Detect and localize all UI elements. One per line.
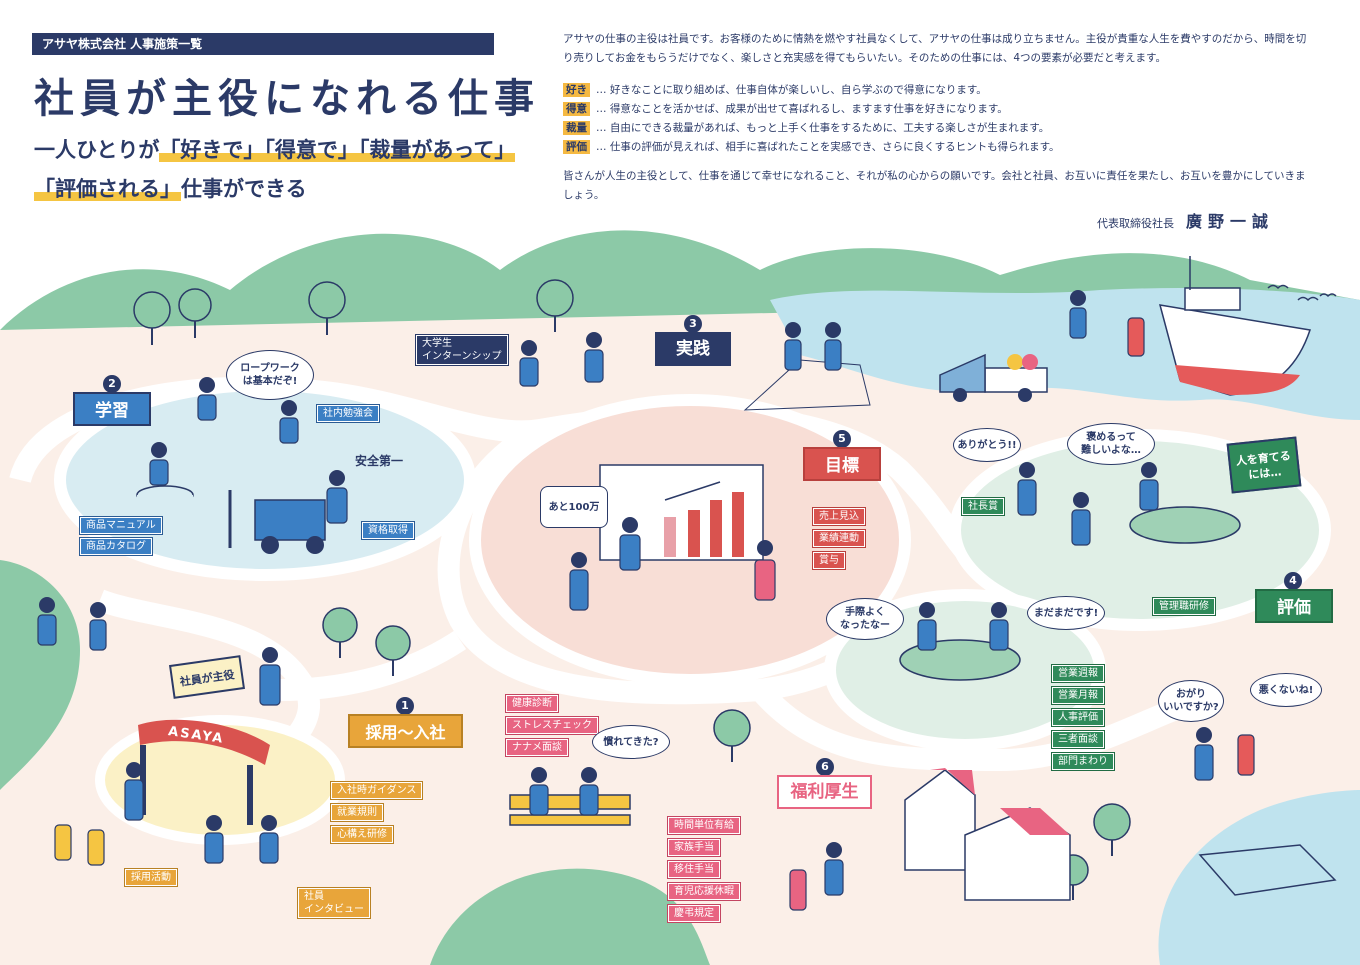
zone-number-1: 1 xyxy=(396,697,414,715)
tag-certification[interactable]: 資格取得 xyxy=(361,521,415,540)
page-title: 社員が主役になれる仕事 xyxy=(34,76,540,122)
tag-bonus[interactable]: 賞与 xyxy=(812,551,846,570)
tag-department-rounds[interactable]: 部門まわり xyxy=(1051,752,1115,771)
element-tag: 得意 xyxy=(563,102,590,116)
element-text: … 仕事の評価が見えれば、相手に喜ばれたことを実感でき、さらに良くするヒントも得… xyxy=(596,141,1060,153)
zone-number-6: 6 xyxy=(816,758,834,776)
subtitle-line-1: 一人ひとりが「好きで」「得意で」「裁量があって」 xyxy=(34,134,516,164)
board-develop-people: 人を育てる には… xyxy=(1226,436,1302,494)
speech-bubble-how-is-it: おがり いいですか? xyxy=(1158,680,1224,722)
tag-product-catalog[interactable]: 商品カタログ xyxy=(79,537,153,556)
element-text: … 好きなことに取り組めば、仕事自体が楽しいし、自ら学ぶので得意になります。 xyxy=(596,84,987,96)
keyword-evaluated: 「評価される」 xyxy=(34,177,181,201)
zone-sign-practice[interactable]: 実践 xyxy=(655,332,731,366)
zone-number-2: 2 xyxy=(103,375,121,393)
tag-hr-evaluation[interactable]: 人事評価 xyxy=(1051,708,1105,727)
tag-product-manual[interactable]: 商品マニュアル xyxy=(79,516,163,535)
tag-work-rules[interactable]: 就業規則 xyxy=(330,803,384,822)
tag-health-checkup[interactable]: 健康診断 xyxy=(505,694,559,713)
element-row-discretion: 裁量 … 自由にできる裁量があれば、もっと上手く仕事をするために、工夫する楽しさが… xyxy=(563,120,1049,135)
element-tag: 裁量 xyxy=(563,121,590,135)
speech-bubble-rope: ロープワーク は基本だぞ! xyxy=(226,350,314,400)
zone-number-5: 5 xyxy=(833,430,851,448)
element-text: … 得意なことを活かせば、成果が出せて喜ばれるし、ますます仕事を好きになります。 xyxy=(596,103,1008,115)
tag-employee-interview[interactable]: 社員 インタビュー xyxy=(297,887,371,919)
tag-performance-linked[interactable]: 業績連動 xyxy=(812,529,866,548)
tag-stress-check[interactable]: ストレスチェック xyxy=(505,716,599,735)
zone-sign-evaluation[interactable]: 評価 xyxy=(1255,589,1333,623)
intro-message: アサヤの仕事の主役は社員です。お客様のために情熱を燃やす社員なくして、アサヤの仕… xyxy=(563,33,1307,64)
keyword-like: 「好きで」 xyxy=(159,138,265,162)
zone-number-3: 3 xyxy=(684,315,702,333)
signer-title: 代表取締役社長 xyxy=(1097,217,1174,230)
burst-remaining-target: あと100万 xyxy=(540,486,608,528)
tag-family-allowance[interactable]: 家族手当 xyxy=(667,838,721,857)
zone-sign-recruitment[interactable]: 採用〜入社 xyxy=(348,714,463,748)
tag-mindset-training[interactable]: 心構え研修 xyxy=(330,825,394,844)
tag-weekly-report[interactable]: 営業週報 xyxy=(1051,664,1105,683)
tag-three-party-meeting[interactable]: 三者面談 xyxy=(1051,730,1105,749)
element-row-like: 好き … 好きなことに取り組めば、仕事自体が楽しいし、自ら学ぶので得意になります。 xyxy=(563,82,987,97)
tag-condolence-rules[interactable]: 慶弔規定 xyxy=(667,904,721,923)
tag-study-session[interactable]: 社内勉強会 xyxy=(316,404,380,423)
element-row-good-at: 得意 … 得意なことを活かせば、成果が出せて喜ばれるし、ますます仕事を好きになりま… xyxy=(563,101,1008,116)
keyword-discretion: 「裁量があって」 xyxy=(358,138,516,162)
tag-recruiting[interactable]: 採用活動 xyxy=(124,868,178,887)
zone-sign-goals[interactable]: 目標 xyxy=(803,447,881,481)
signer-name: 廣野一誠 xyxy=(1186,212,1275,231)
tag-relocation-allowance[interactable]: 移住手当 xyxy=(667,860,721,879)
subtitle-prefix: 一人ひとりが xyxy=(34,138,160,162)
tag-monthly-report[interactable]: 営業月報 xyxy=(1051,686,1105,705)
zone-sign-learning[interactable]: 学習 xyxy=(73,392,151,426)
subtitle-line-2: 「評価される」仕事ができる xyxy=(34,173,307,203)
element-row-evaluation: 評価 … 仕事の評価が見えれば、相手に喜ばれたことを実感でき、さらに良くするヒント… xyxy=(563,139,1060,154)
signature: 代表取締役社長廣野一誠 xyxy=(1097,208,1274,232)
tag-onboarding-guidance[interactable]: 入社時ガイダンス xyxy=(329,781,424,800)
tag-sales-forecast[interactable]: 売上見込 xyxy=(812,507,866,526)
shout-safety-first: 安全第一 xyxy=(355,454,404,468)
speech-bubble-used-to-it: 慣れてきた? xyxy=(592,725,670,759)
tag-president-award[interactable]: 社長賞 xyxy=(961,497,1005,516)
zone-sign-welfare[interactable]: 福利厚生 xyxy=(777,775,872,809)
element-tag: 好き xyxy=(563,83,590,97)
keyword-good-at: 「得意で」 xyxy=(264,138,359,162)
zone-number-4: 4 xyxy=(1284,572,1302,590)
element-text: … 自由にできる裁量があれば、もっと上手く仕事をするために、工夫する楽しさが生ま… xyxy=(596,122,1050,134)
tag-diagonal-interview[interactable]: ナナメ面談 xyxy=(505,738,569,757)
tag-manager-training[interactable]: 管理職研修 xyxy=(1152,597,1216,616)
speech-bubble-thanks: ありがとう!! xyxy=(953,428,1021,462)
speech-bubble-praise: 褒めるって 難しいよな… xyxy=(1067,423,1155,465)
tag-hourly-leave[interactable]: 時間単位有給 xyxy=(667,816,741,835)
tag-childcare-leave[interactable]: 育児応援休暇 xyxy=(667,882,741,901)
subtitle-suffix: 仕事ができる xyxy=(181,177,307,201)
header-tag: アサヤ株式会社 人事施策一覧 xyxy=(32,33,494,55)
speech-bubble-not-yet: まだまだです! xyxy=(1027,596,1105,630)
speech-bubble-skilled: 手際よく なったなー xyxy=(826,598,904,640)
tag-internship[interactable]: 大学生 インターンシップ xyxy=(415,334,509,366)
element-tag: 評価 xyxy=(563,140,590,154)
speech-bubble-not-bad: 悪くないね! xyxy=(1250,673,1322,707)
closing-message: 皆さんが人生の主役として、仕事を通じて幸せになれること、それが私の心からの願いで… xyxy=(563,170,1306,201)
